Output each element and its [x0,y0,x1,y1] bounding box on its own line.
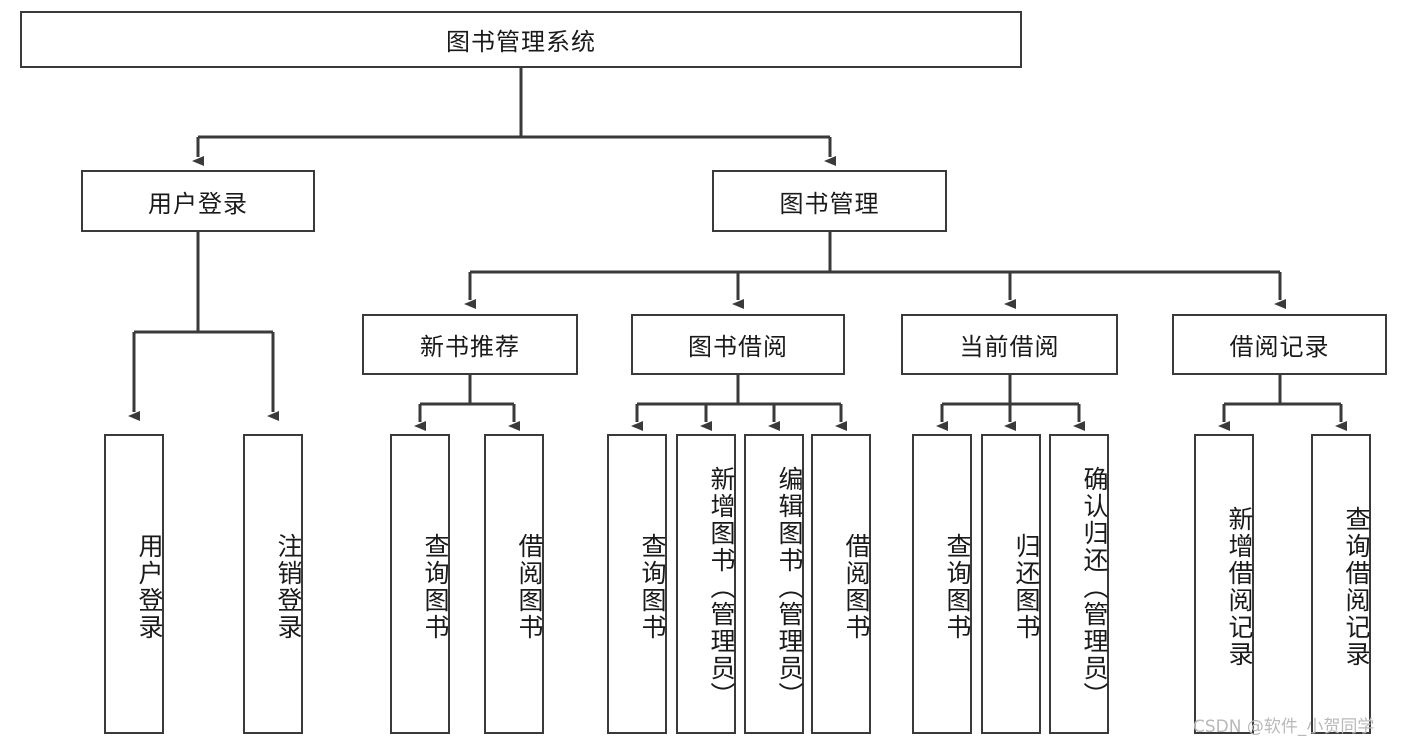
node-current-borrow[interactable]: 当前借阅 [901,314,1118,375]
leaf-user-login-login[interactable]: 用户登录 [104,434,164,734]
node-label: 图书管理 [779,189,880,218]
leaf-book-borrow-query[interactable]: 查询图书 [607,434,667,734]
node-label: 当前借阅 [959,333,1060,361]
leaf-current-borrow-confirm[interactable]: 确认归还（管理员） [1049,434,1109,734]
node-label: 借阅图书 [842,533,871,641]
leaf-book-borrow-edit[interactable]: 编辑图书（管理员） [744,434,804,734]
leaf-borrow-record-query[interactable]: 查询借阅记录 [1311,434,1371,734]
node-label: 图书管理系统 [446,28,596,56]
edges-root [192,68,836,166]
node-label: 用户登录 [135,533,164,641]
leaf-book-borrow-borrow[interactable]: 借阅图书 [811,434,871,734]
node-label: 借阅记录 [1229,333,1330,361]
edges-book-manage [464,232,1286,309]
leaf-current-borrow-return[interactable]: 归还图书 [981,434,1041,734]
watermark: CSDN @软件_小贺同学 [1193,717,1375,737]
edges-borrow-record [1218,375,1347,431]
edges-new-book [414,375,520,431]
node-root-system[interactable]: 图书管理系统 [20,11,1022,68]
edges-current-borrow [936,375,1085,431]
node-borrow-record[interactable]: 借阅记录 [1172,314,1387,375]
node-label: 新增图书（管理员） [707,465,736,709]
node-label: 查询图书 [421,533,450,641]
node-book-borrow[interactable]: 图书借阅 [631,314,845,375]
edges-user-login [128,232,279,421]
leaf-user-login-logout[interactable]: 注销登录 [243,434,303,734]
node-label: 编辑图书（管理员） [775,465,804,709]
node-label: 用户登录 [148,189,248,218]
node-label: 确认归还（管理员） [1080,465,1109,709]
node-label: 查询图书 [638,533,667,641]
leaf-book-borrow-add[interactable]: 新增图书（管理员） [676,434,736,734]
leaf-borrow-record-add[interactable]: 新增借阅记录 [1194,434,1254,734]
leaf-new-book-query[interactable]: 查询图书 [390,434,450,734]
node-user-login[interactable]: 用户登录 [81,170,315,232]
node-book-management[interactable]: 图书管理 [712,170,947,232]
node-label: 查询图书 [943,533,972,641]
node-label: 新书推荐 [420,333,520,361]
node-label: 归还图书 [1012,533,1041,641]
node-label: 查询借阅记录 [1342,506,1371,668]
node-new-book-recommend[interactable]: 新书推荐 [362,314,578,375]
node-label: 新增借阅记录 [1225,506,1254,668]
node-label: 图书借阅 [688,333,788,361]
edges-book-borrow [631,375,847,431]
node-label: 借阅图书 [515,533,544,641]
leaf-current-borrow-query[interactable]: 查询图书 [912,434,972,734]
leaf-new-book-borrow[interactable]: 借阅图书 [484,434,544,734]
node-label: 注销登录 [274,533,303,641]
